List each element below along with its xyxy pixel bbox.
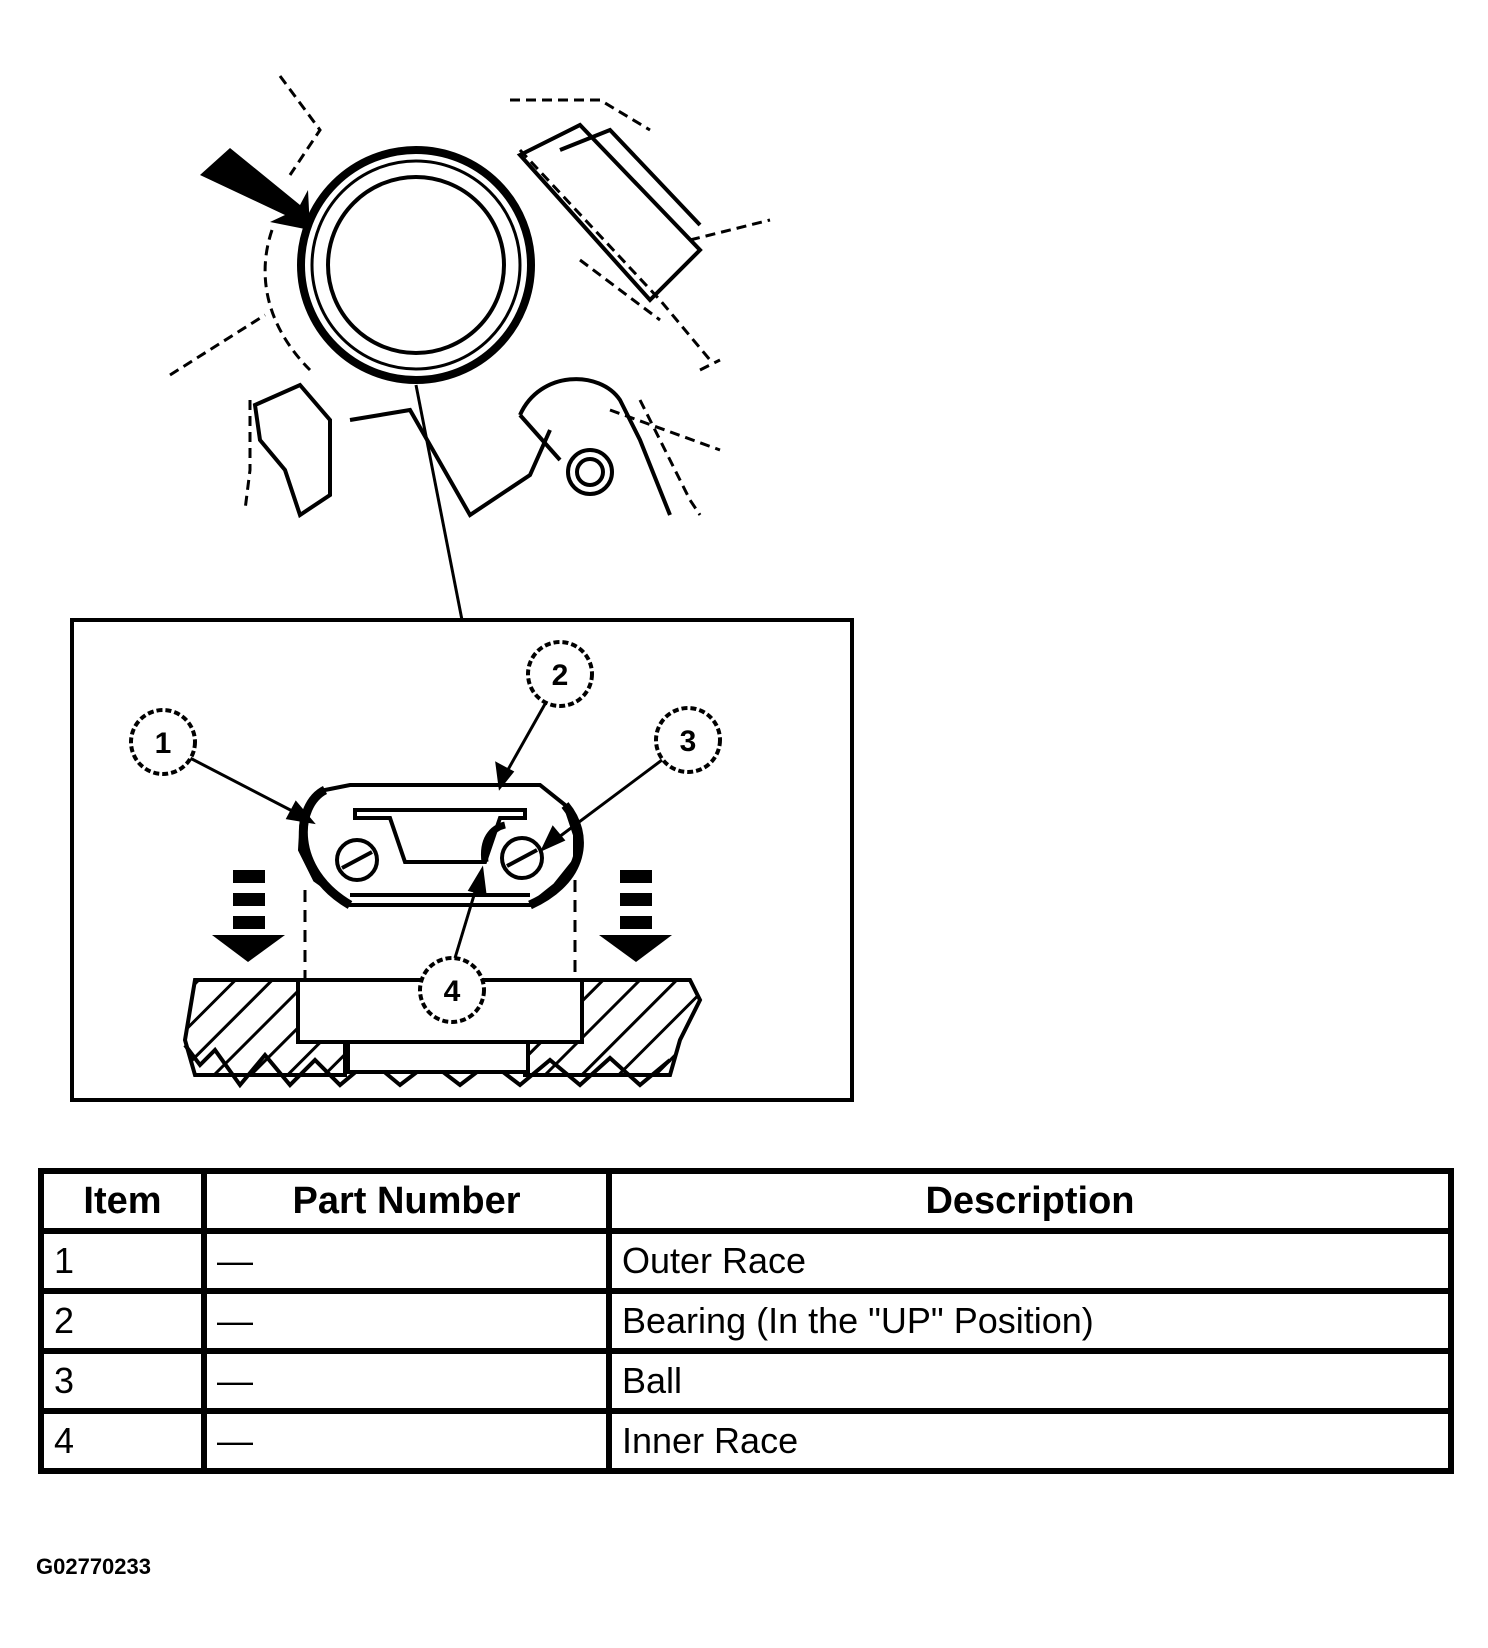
- cell-part-number: —: [201, 1408, 612, 1474]
- cell-description: Bearing (In the "UP" Position): [606, 1288, 1454, 1354]
- callout-2: 2: [526, 640, 594, 708]
- table-row: 2 — Bearing (In the "UP" Position): [38, 1288, 1454, 1354]
- housing-section: [182, 978, 703, 1089]
- bolt: [566, 448, 614, 496]
- header-item: Item: [38, 1168, 207, 1234]
- drop-guide-lines: [303, 880, 577, 980]
- svg-text:4: 4: [444, 975, 461, 1008]
- bearing-cross-section: [297, 783, 584, 910]
- table-row: 4 — Inner Race: [38, 1408, 1454, 1474]
- housing-outline: [169, 75, 771, 516]
- bearing-installation-diagram: 1 2 3 4: [70, 75, 854, 1102]
- down-arrow-left: [212, 870, 285, 962]
- detail-leader-line: [414, 384, 464, 621]
- cell-item: 1: [38, 1228, 207, 1294]
- cell-item: 4: [38, 1408, 207, 1474]
- cell-part-number: —: [201, 1348, 612, 1414]
- cell-part-number: —: [201, 1288, 612, 1354]
- callout-4: 4: [418, 956, 486, 1024]
- table-row: 3 — Ball: [38, 1348, 1454, 1414]
- table-row: 1 — Outer Race: [38, 1228, 1454, 1294]
- cell-item: 2: [38, 1288, 207, 1354]
- callout-leaders: [189, 703, 663, 959]
- cell-item: 3: [38, 1348, 207, 1414]
- bearing-bore: [297, 146, 535, 384]
- callout-1: 1: [129, 708, 197, 776]
- down-arrow-right: [599, 870, 672, 962]
- housing-solid-lines: [252, 122, 703, 519]
- table-header-row: Item Part Number Description: [38, 1168, 1454, 1234]
- cell-description: Inner Race: [606, 1408, 1454, 1474]
- cell-description: Outer Race: [606, 1228, 1454, 1294]
- figure-id: G02770233: [36, 1554, 151, 1579]
- svg-text:1: 1: [155, 727, 172, 760]
- header-description: Description: [606, 1168, 1454, 1234]
- header-part-number: Part Number: [201, 1168, 612, 1234]
- svg-text:2: 2: [552, 659, 569, 692]
- callout-3: 3: [654, 706, 722, 774]
- cell-part-number: —: [201, 1228, 612, 1294]
- cell-description: Ball: [606, 1348, 1454, 1414]
- parts-table: Item Part Number Description 1 — Outer R…: [38, 1168, 1454, 1474]
- svg-text:3: 3: [680, 725, 697, 758]
- direction-arrow: [200, 148, 310, 230]
